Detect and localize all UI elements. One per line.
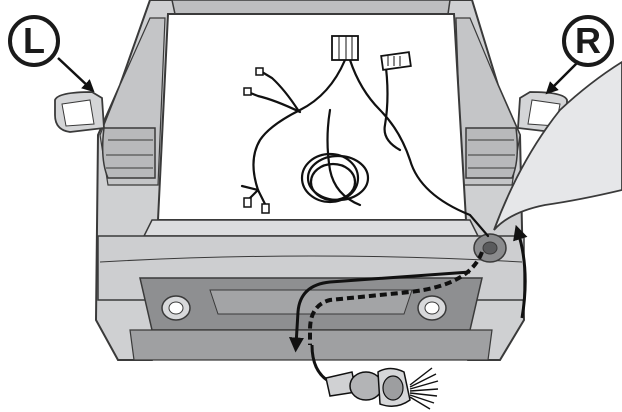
left-taillight (101, 127, 156, 179)
right-side-label: R (562, 15, 614, 67)
cable-routing-arrows (288, 224, 528, 353)
left-pointer-arrow (57, 57, 95, 93)
left-side-label: L (8, 15, 60, 67)
right-pointer-arrow (545, 61, 579, 95)
wire-terminals (243, 67, 270, 214)
right-taillight (465, 127, 519, 179)
trunk-sill (142, 219, 480, 237)
left-mirror (54, 91, 105, 133)
vehicle-connector (380, 51, 412, 71)
tow-socket (325, 367, 439, 410)
wiring-harness (240, 58, 490, 238)
right-reflector (417, 295, 447, 321)
relay-module (331, 35, 359, 61)
removed-trim-panel (493, 60, 622, 231)
left-reflector (161, 295, 191, 321)
